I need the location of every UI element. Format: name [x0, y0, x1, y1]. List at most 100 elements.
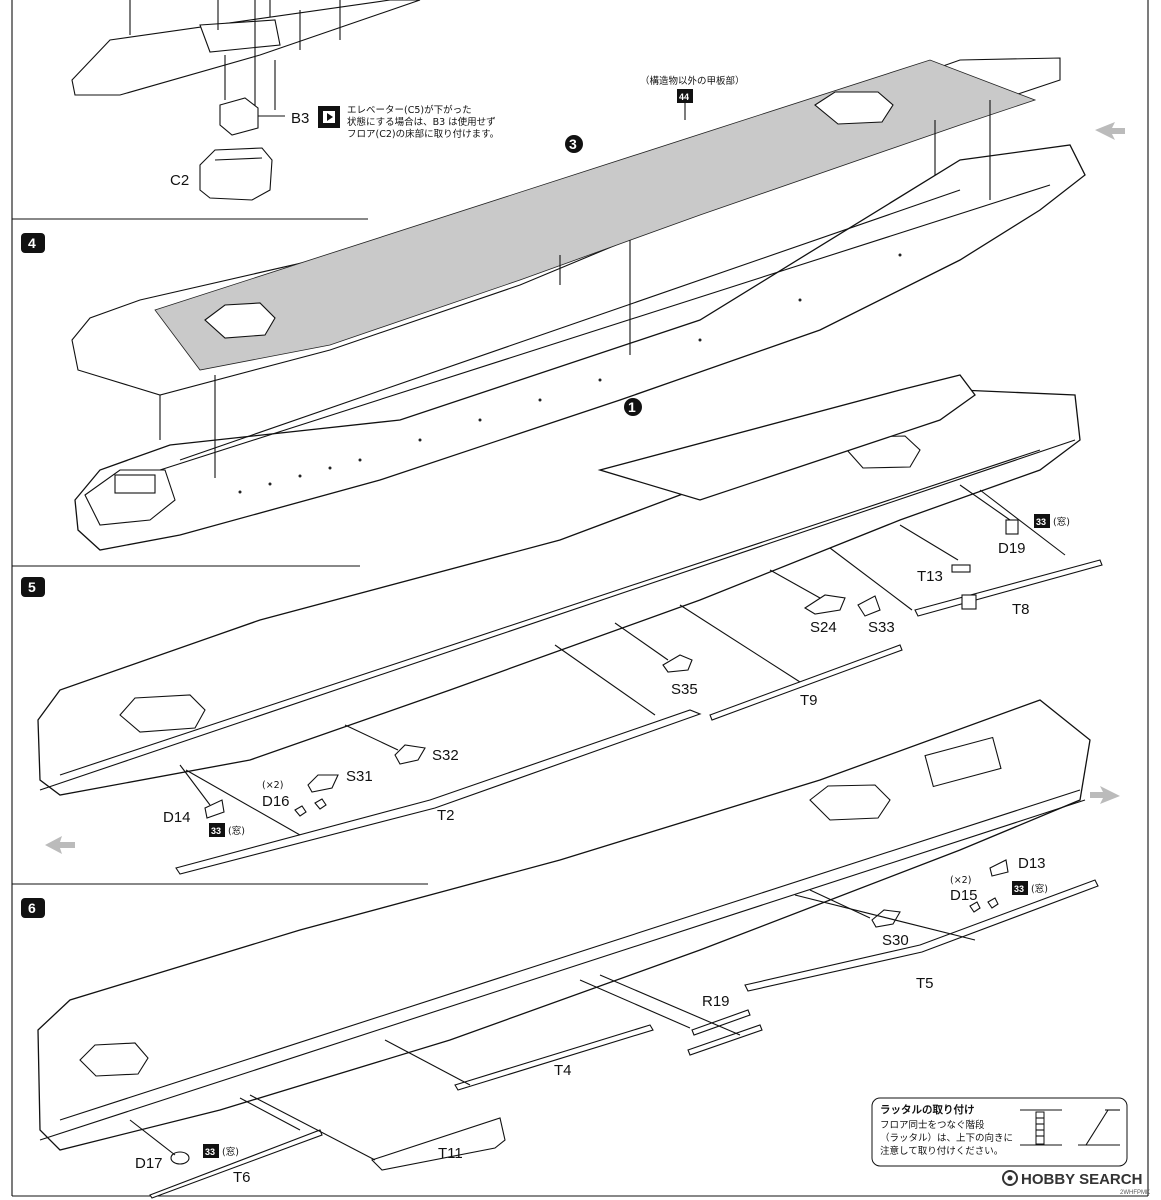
part-label-b3: B3 [291, 110, 309, 127]
part-s31 [307, 774, 339, 793]
step6-assembly [37, 699, 1120, 1199]
step4-assembly [71, 57, 1125, 551]
part-label-t5: T5 [916, 975, 934, 992]
part-t8 [914, 559, 1103, 617]
svg-text:4: 4 [28, 235, 36, 251]
paint-badge-d17: 33 [203, 1144, 219, 1158]
page-frame [11, 0, 1149, 1197]
part-s35 [662, 654, 693, 673]
svg-text:5: 5 [28, 579, 36, 595]
part-t4 [454, 1024, 654, 1091]
part-label-t6: T6 [233, 1169, 251, 1186]
part-label-d16: D16 [262, 793, 290, 810]
part-label-t8: T8 [1012, 601, 1030, 618]
ladder-box-line-1: フロア同士をつなぐ階段 [880, 1119, 985, 1131]
direction-arrow-left [45, 836, 75, 854]
svg-text:44: 44 [679, 92, 689, 102]
substep-1-badge: 1 [624, 398, 642, 416]
ladder-info-box [871, 1097, 1128, 1167]
part-label-s24: S24 [810, 619, 837, 636]
paint-badge-d19: 33 [1034, 514, 1050, 528]
ladder-angle-icon [1078, 1109, 1120, 1146]
part-r19 [691, 1009, 751, 1036]
deck-elevator-6b [809, 784, 891, 821]
part-d14 [204, 799, 225, 819]
note-icon [318, 106, 340, 128]
deck-elevator-6a [79, 1042, 149, 1077]
watermark-brand: HOBBY SEARCH [1021, 1171, 1142, 1188]
paint-badge-d13: 33 [1012, 881, 1028, 895]
part-label-d19: D19 [998, 540, 1026, 557]
deck-elevator-front [814, 91, 894, 125]
part-s24 [803, 594, 846, 615]
ladder-box-line-3: 注意して取り付けください。 [880, 1145, 1003, 1157]
svg-text:33: 33 [1036, 517, 1046, 527]
part-t2 [175, 709, 702, 875]
paint-badge-d14: 33 [209, 823, 225, 837]
part-label-d13: D13 [1018, 855, 1046, 872]
step6-badge: 6 [21, 898, 45, 918]
svg-text:33: 33 [205, 1147, 215, 1157]
window-note-d13: (窓) [1031, 883, 1048, 895]
hull-portholes [238, 253, 902, 494]
watermark-code: 2WHFPMK [1120, 1190, 1150, 1196]
previous-step-remnant [71, 0, 421, 201]
part-t13 [951, 564, 971, 573]
deck-note: （構造物以外の甲板部） [640, 75, 745, 87]
watermark-logo [1002, 1170, 1018, 1186]
part-label-s32: S32 [432, 747, 459, 764]
part-label-c2: C2 [170, 172, 189, 189]
part-label-t13: T13 [917, 568, 943, 585]
part-label-s31: S31 [346, 768, 373, 785]
step4-badge: 4 [21, 233, 45, 253]
step3-badge: 3 [565, 135, 583, 153]
part-d17 [170, 1151, 190, 1165]
part-label-t2: T2 [437, 807, 455, 824]
note-line-2: 状態にする場合は、B3 は使用せず [347, 116, 496, 128]
step5-badge: 5 [21, 577, 45, 597]
svg-text:33: 33 [1014, 884, 1024, 894]
deck-elevator-rear [204, 302, 276, 339]
part-t11 [370, 1117, 506, 1171]
direction-arrow-right [1090, 786, 1120, 804]
part-s32 [394, 744, 426, 765]
part-label-d15: D15 [950, 887, 978, 904]
window-note-d17: (窓) [222, 1146, 239, 1158]
qty-label-d16: (×2) [262, 780, 283, 791]
direction-arrow [1095, 122, 1125, 140]
part-d16b [314, 798, 327, 810]
part-label-t9: T9 [800, 692, 818, 709]
part-label-s33: S33 [868, 619, 895, 636]
part-d15a [969, 901, 981, 913]
part-label-t11: T11 [438, 1145, 463, 1162]
part-t6 [149, 1129, 323, 1199]
paint-badge-44: 44 [677, 89, 693, 120]
ladder-icon [1020, 1109, 1062, 1146]
note-line-1: エレベーター(C5)が下がった [347, 104, 472, 116]
step5-assembly [37, 374, 1103, 875]
svg-text:3: 3 [569, 136, 577, 152]
ladder-box-title: ラッタルの取り付け [880, 1103, 975, 1116]
ladder-box-line-2: （ラッタル）は、上下の向きに [880, 1132, 1013, 1144]
hull-part [74, 144, 1086, 551]
part-label-s35: S35 [671, 681, 698, 698]
part-c2 [199, 147, 273, 201]
qty-label-d15: (×2) [950, 875, 971, 886]
part-label-s30: S30 [882, 932, 909, 949]
window-note-d19: (窓) [1053, 516, 1070, 528]
deck-elevator-5a [119, 694, 206, 733]
note-line-3: フロア(C2)の床部に取り付けます。 [347, 128, 499, 140]
part-label-d17: D17 [135, 1155, 163, 1172]
part-label-t4: T4 [554, 1062, 572, 1079]
part-s33 [857, 595, 881, 617]
part-d13 [989, 859, 1009, 877]
part-d16a [294, 805, 307, 817]
window-note-d14: (窓) [228, 825, 245, 837]
deck-paint-area [154, 59, 1037, 371]
svg-text:1: 1 [628, 399, 636, 415]
part-b3 [219, 97, 259, 136]
svg-text:33: 33 [211, 826, 221, 836]
part-d15b [987, 897, 999, 909]
part-s30 [871, 909, 901, 928]
